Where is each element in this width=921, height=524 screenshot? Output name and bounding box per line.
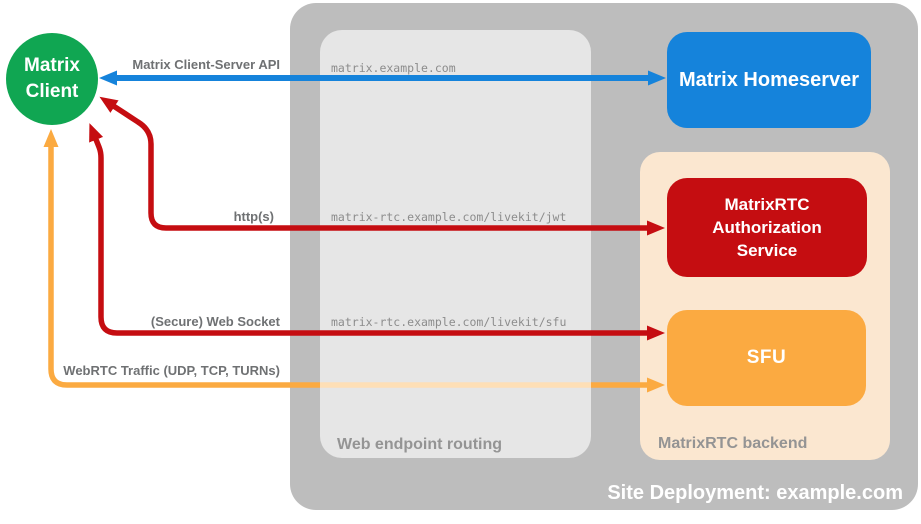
web-endpoint-routing-label: Web endpoint routing bbox=[337, 436, 503, 453]
websocket-edge-label: (Secure) Web Socket bbox=[150, 314, 280, 329]
web-endpoint-routing-container bbox=[320, 30, 591, 458]
sfu-node: SFU bbox=[667, 310, 866, 406]
matrix-homeserver-node: Matrix Homeserver bbox=[667, 32, 871, 128]
matrixrtc-auth-service-node: MatrixRTC Authorization Service bbox=[667, 178, 867, 277]
webrtc-traffic-edge-label: WebRTC Traffic (UDP, TCP, TURNs) bbox=[63, 363, 280, 378]
matrixrtc-auth-service-label: MatrixRTC Authorization Service bbox=[712, 195, 822, 260]
https-edge-label: http(s) bbox=[233, 209, 274, 224]
endpoint-url-homeserver: matrix.example.com bbox=[331, 61, 456, 75]
matrix-homeserver-label: Matrix Homeserver bbox=[678, 68, 860, 91]
endpoint-url-livekit-sfu: matrix-rtc.example.com/livekit/sfu bbox=[331, 315, 567, 329]
endpoint-url-livekit-jwt: matrix-rtc.example.com/livekit/jwt bbox=[331, 210, 567, 224]
site-deployment-label: Site Deployment: example.com bbox=[607, 482, 903, 504]
client-server-api-edge-label: Matrix Client-Server API bbox=[132, 57, 280, 72]
sfu-label: SFU bbox=[746, 347, 787, 368]
matrixrtc-backend-label: MatrixRTC backend bbox=[658, 435, 808, 452]
matrix-client-node: Matrix Client bbox=[6, 33, 98, 125]
matrix-client-label: Matrix Client bbox=[24, 55, 80, 102]
